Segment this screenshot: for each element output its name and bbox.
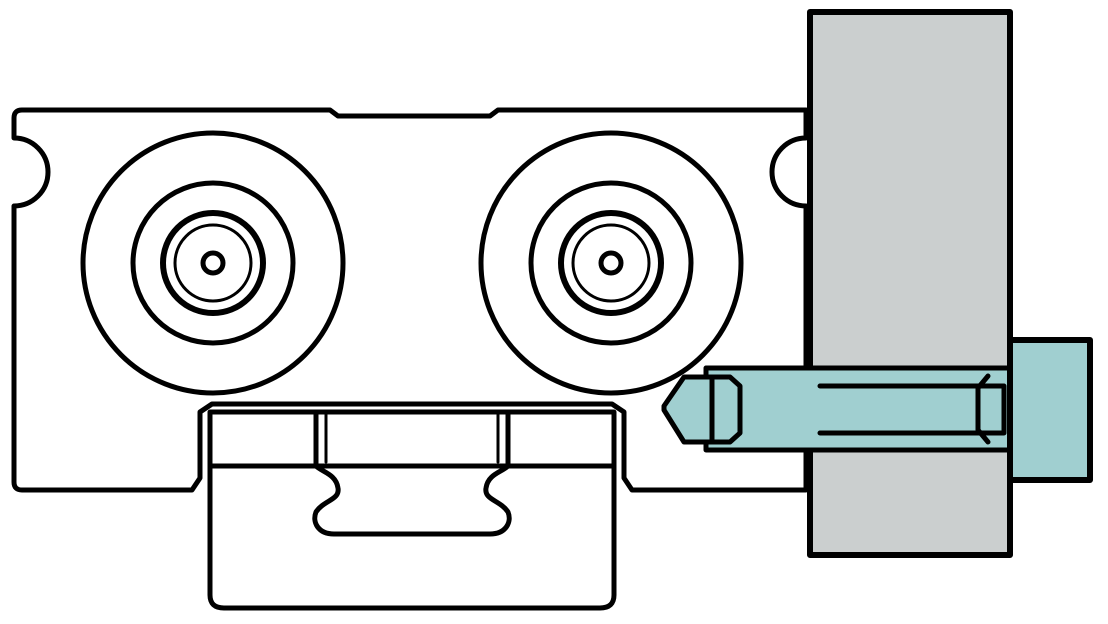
guide-rail-channel [312, 409, 512, 537]
guide-rail-profile [207, 409, 617, 611]
roller-wheel-right [478, 130, 744, 396]
socket-head-bolt [661, 337, 1093, 483]
roller-wheel-left [80, 130, 346, 396]
guide-rail-channel-inner [324, 410, 500, 464]
mounting-wall [807, 9, 1013, 558]
bolt-thread-lines [703, 373, 1007, 445]
bolt-head [1007, 337, 1093, 483]
bolt-shank [661, 365, 1013, 453]
